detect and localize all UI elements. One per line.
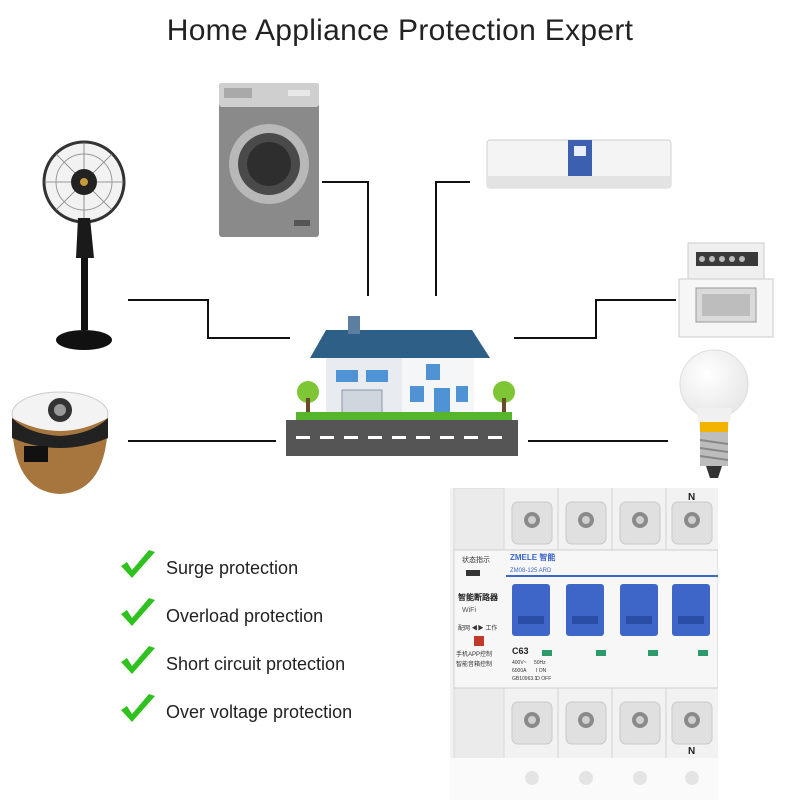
neutral-label-bottom: N [688,746,695,757]
feature-label: Short circuit protection [166,654,346,674]
washing-machine [219,83,319,237]
list-item: Short circuit protection [118,644,418,692]
check-icon [121,550,155,578]
house-illustration [286,316,518,456]
voltage-label: 400V~ [512,660,527,666]
rating-label: C63 [512,646,529,656]
on-label: I ON [536,668,547,674]
feature-list: Surge protection Overload protection Sho… [118,548,418,740]
feature-label: Overload protection [166,606,324,626]
breaking-capacity-label: 6000A [512,668,527,674]
feature-label: Surge protection [166,558,299,578]
neutral-label-top: N [688,492,695,503]
check-icon [121,598,155,626]
standard-label: GB10963.1 [512,676,538,682]
light-bulb [679,349,749,478]
smart-circuit-breaker: N 状态指示 ZMELE 智能 ZM08-125 ARD 智能断路器 WiFi … [450,488,718,800]
list-item: Over voltage protection [118,692,418,740]
standing-fan [42,140,126,350]
status-label: 状态指示 [462,555,490,564]
app-control-label: 手机APP控制 [456,650,492,658]
list-item: Overload protection [118,596,418,644]
check-icon [121,646,155,674]
off-label: O OFF [536,676,551,682]
page-title: Home Appliance Protection Expert [166,14,634,47]
air-conditioner [486,139,672,189]
smart-breaker-label: 智能断路器 [458,592,499,602]
config-label: 配网 ◀▶ 工作 [458,624,497,632]
frequency-label: 50Hz [534,660,546,666]
rice-cooker [11,391,109,494]
brand-label: ZMELE 智能 [510,552,555,562]
check-icon [121,694,155,722]
model-label: ZM08-125 ARD [510,568,552,574]
speaker-control-label: 智能音箱控制 [456,660,492,668]
feature-label: Over voltage protection [166,702,353,722]
oven [678,242,774,338]
list-item: Surge protection [118,548,418,596]
wifi-label: WiFi [462,607,476,614]
